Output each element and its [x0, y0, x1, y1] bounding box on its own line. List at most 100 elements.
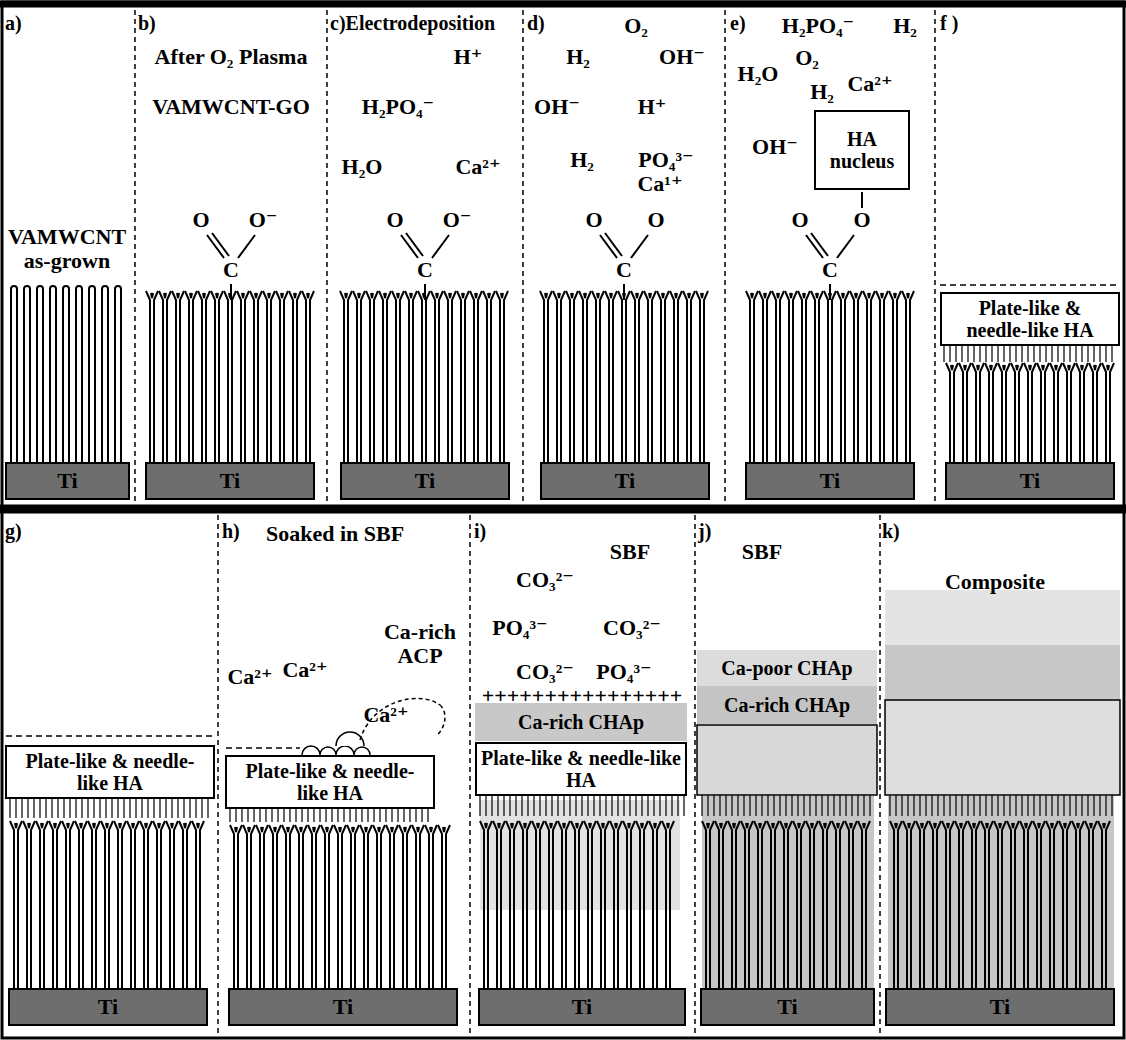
chemical-label: H₂PO₄⁻	[362, 95, 434, 119]
titanium-substrate: Ti	[145, 462, 315, 500]
chemical-label: O	[386, 208, 403, 232]
chemical-label: PO₄³⁻	[596, 660, 651, 684]
coating-box: Plate-like & needle-like HA	[225, 755, 435, 809]
ha-crystal-ticks	[702, 795, 870, 816]
coating-box: Ca-rich CHAp	[475, 703, 687, 741]
chemical-label: CO₃²⁻	[516, 660, 574, 684]
titanium-substrate: Ti	[478, 988, 686, 1026]
chemical-label: Soaked in SBF	[266, 522, 404, 546]
box-text: Ti	[1020, 469, 1040, 493]
chemical-label: O₂	[795, 46, 819, 70]
surface-dashed-line	[6, 285, 1120, 748]
panel-separator	[135, 10, 935, 1036]
box-text: HA nucleus	[820, 128, 904, 172]
nanotube-forest	[340, 291, 508, 462]
box-text: Ca-poor CHAp	[721, 657, 852, 679]
panel-label: e)	[730, 12, 746, 34]
chemical-label: H₂	[570, 148, 594, 172]
chemical-label: H⁺	[454, 45, 483, 69]
titanium-substrate: Ti	[885, 988, 1115, 1026]
chemical-label: H₂	[893, 14, 917, 38]
chemical-label: OH⁻	[534, 95, 580, 119]
box-text: Ti	[572, 995, 592, 1019]
chemical-label: PO₄³⁻	[492, 616, 547, 640]
chemical-label: SBF	[610, 540, 650, 564]
nanotube-forest	[702, 821, 870, 988]
nanotube-forest	[10, 821, 204, 988]
box-text: Ti	[990, 995, 1010, 1019]
grey-fill	[480, 590, 1120, 988]
box-text: Ti	[333, 995, 353, 1019]
titanium-substrate: Ti	[540, 462, 710, 500]
coating-box: Plate-like & needle-like HA	[940, 292, 1120, 346]
coating-box: HA nucleus	[814, 110, 910, 190]
nanotube-forest	[10, 286, 1114, 988]
chemical-label: VAMWCNT as-grown	[7, 225, 127, 273]
box-text: Plate-like & needle-like HA	[231, 760, 429, 804]
panel-label: c)Electrodeposition	[330, 12, 495, 34]
chemical-label: ++++++++++++++++	[482, 684, 683, 708]
chemical-label: After O₂ Plasma	[155, 45, 308, 69]
chemical-label: PO₄³⁻	[638, 148, 693, 172]
titanium-substrate: Ti	[5, 462, 130, 500]
nanotube-forest	[146, 291, 314, 462]
ha-crystal-ticks	[890, 795, 1112, 816]
box-text: Ti	[57, 469, 77, 493]
chemical-label: O⁻	[249, 208, 278, 232]
chemical-label: Ca²⁺	[227, 665, 272, 689]
coating-box: Plate-like & needle-like HA	[5, 745, 215, 799]
nanotube-forest	[540, 291, 708, 462]
panel-label: g)	[5, 520, 22, 542]
box-text: Ti	[777, 995, 797, 1019]
panel-label: a)	[5, 12, 22, 34]
chemical-label: VAMWCNT-GO	[152, 95, 310, 119]
nanotube-forest	[746, 291, 914, 462]
chemical-label: C	[822, 258, 838, 282]
box-text: Plate-like & needle-like HA	[481, 747, 681, 791]
chemical-label: Ca²⁺	[282, 658, 327, 682]
chemical-label: C	[223, 258, 239, 282]
titanium-substrate: Ti	[745, 462, 915, 500]
panel-label: b)	[138, 12, 156, 34]
chemical-label: H₂	[810, 80, 834, 104]
chemical-label: CO₃²⁻	[516, 568, 574, 592]
coating-box: Plate-like & needle-like HA	[475, 742, 687, 796]
titanium-substrate: Ti	[340, 462, 510, 500]
chemical-label: O	[647, 208, 664, 232]
box-text: Ti	[220, 469, 240, 493]
chemical-label: O⁻	[443, 208, 472, 232]
chemical-label: H₂O	[738, 62, 779, 86]
chemical-label: Ca¹⁺	[637, 172, 682, 196]
box-text: Plate-like & needle-like HA	[11, 750, 209, 794]
panel-label: i)	[474, 520, 486, 542]
nanotube-forest	[11, 286, 121, 462]
chemical-label: SBF	[742, 540, 782, 564]
carboxyl-bonds	[207, 192, 862, 300]
titanium-substrate: Ti	[700, 988, 875, 1026]
chemical-label: O	[853, 208, 870, 232]
chemical-label: Ca-rich ACP	[380, 620, 460, 668]
box-text: Plate-like & needle-like HA	[946, 297, 1114, 341]
chemical-label: Composite	[945, 570, 1045, 594]
chemical-label: C	[417, 258, 433, 282]
panel-label: k)	[882, 520, 900, 542]
chemical-label: Ca²⁺	[363, 703, 408, 727]
coating-box: Ca-poor CHAp	[697, 650, 877, 686]
panel-label: j)	[698, 520, 711, 542]
nanotube-forest	[890, 821, 1110, 988]
chemical-label: CO₃²⁻	[603, 616, 661, 640]
titanium-substrate: Ti	[228, 988, 458, 1026]
acp-particles	[302, 698, 445, 755]
panel-label: h)	[222, 520, 240, 542]
nanotube-forest	[946, 363, 1114, 462]
ha-crystal-ticks	[480, 794, 684, 816]
titanium-substrate: Ti	[945, 462, 1115, 500]
chemical-label: H₂O	[342, 155, 383, 179]
box-text: Ca-rich CHAp	[518, 711, 644, 733]
titanium-substrate: Ti	[8, 988, 208, 1026]
chemical-label: Ca²⁺	[455, 155, 500, 179]
chemical-label: OH⁻	[752, 135, 798, 159]
chemical-label: O	[192, 208, 209, 232]
box-text: Ca-rich CHAp	[724, 694, 850, 716]
